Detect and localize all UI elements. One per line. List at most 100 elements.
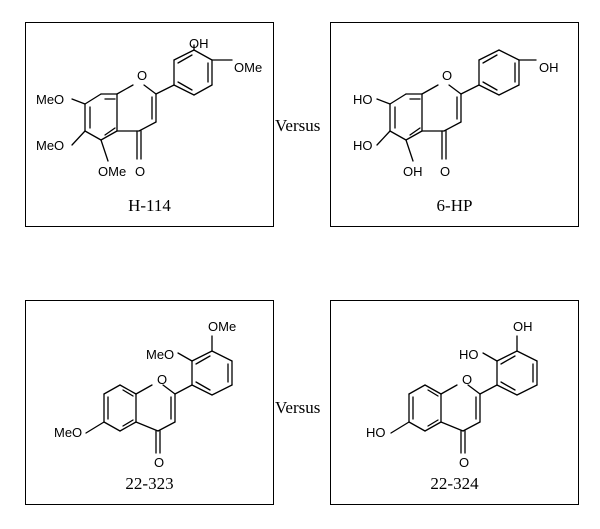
bond (427, 419, 439, 427)
label-ring-o: O (462, 372, 472, 387)
bond (155, 84, 175, 95)
bond (104, 127, 116, 136)
label-carbonyl: O (459, 455, 469, 470)
bond (409, 127, 421, 136)
bond (177, 54, 193, 64)
bond (135, 421, 159, 432)
bond (122, 419, 134, 427)
label-oh3: OH (513, 319, 533, 334)
bond (479, 384, 498, 395)
structure-22-323: OMe MeO O MeO O (54, 319, 236, 470)
versus-label: Versus (275, 398, 321, 417)
label-ome-right: OMe (234, 60, 262, 75)
caption-22-324: 22-324 (430, 474, 479, 493)
bond (389, 93, 407, 105)
compound-panel-6hp: OH O HO HO OH O 6-HP (330, 22, 579, 227)
bond (443, 121, 462, 132)
bond (100, 130, 118, 141)
bond (162, 384, 176, 395)
label-ome6: MeO (36, 138, 64, 153)
bond (138, 121, 157, 132)
bond (122, 389, 134, 397)
bond (119, 384, 137, 395)
bond (71, 130, 86, 146)
compound-panel-22-324: OH HO O HO O 22-324 (330, 300, 579, 505)
caption-22-323: 22-323 (125, 474, 174, 493)
label-oh2: HO (459, 347, 479, 362)
bond (191, 384, 213, 396)
label-oh5: OH (403, 164, 423, 179)
bond (193, 84, 213, 96)
label-carbonyl: O (440, 164, 450, 179)
bond (376, 130, 391, 146)
bond (157, 421, 176, 432)
label-ring-o: O (137, 68, 147, 83)
bond (405, 130, 423, 141)
bond (462, 421, 481, 432)
bond (100, 139, 109, 162)
bond (177, 81, 193, 91)
bond (500, 355, 516, 365)
bond (424, 384, 442, 395)
bond (478, 49, 500, 61)
bond (424, 421, 442, 432)
label-ome5: OMe (98, 164, 126, 179)
bond (498, 84, 520, 96)
bond (482, 81, 498, 91)
label-oh6: HO (366, 425, 386, 440)
bond (173, 49, 195, 61)
bond (376, 98, 391, 105)
label-carbonyl: O (135, 164, 145, 179)
bond (427, 389, 439, 397)
bond (405, 139, 414, 162)
bond (482, 352, 498, 362)
bond (84, 93, 102, 105)
bond (498, 49, 520, 61)
label-oh-para: OH (539, 60, 559, 75)
bond (173, 84, 195, 96)
bond (516, 350, 538, 362)
versus-label: Versus (275, 116, 321, 135)
bond (467, 384, 481, 395)
bond (116, 84, 134, 95)
bond (85, 421, 105, 434)
bond (84, 130, 102, 141)
bond (177, 352, 193, 362)
bond (71, 98, 86, 105)
bond (408, 421, 426, 432)
label-oh7: HO (353, 92, 373, 107)
label-ome6: MeO (54, 425, 82, 440)
caption-6hp: 6-HP (436, 196, 473, 215)
structure-22-324: OH HO O HO O (366, 319, 538, 470)
bond (478, 84, 500, 96)
label-oh-top: OH (189, 36, 209, 51)
bond (500, 381, 516, 391)
bond (119, 421, 137, 432)
bond (440, 384, 458, 395)
bond (191, 350, 213, 362)
bond (195, 381, 211, 391)
compound-panel-22-323: OMe MeO O MeO O 22-323 (25, 300, 274, 505)
bond (211, 384, 233, 396)
bond (482, 54, 498, 64)
bond (421, 84, 439, 95)
bond (103, 421, 121, 432)
compound-panel-h114: OH OMe O MeO MeO OMe O H-114 (25, 22, 274, 227)
bond (193, 49, 213, 61)
label-carbonyl: O (154, 455, 164, 470)
bond (496, 350, 518, 362)
bond (174, 384, 193, 395)
structure-6hp: OH O HO HO OH O (353, 49, 559, 179)
bond (211, 350, 233, 362)
bond (496, 384, 518, 396)
label-ring-o: O (442, 68, 452, 83)
bond (460, 84, 480, 95)
label-ring-o: O (157, 372, 167, 387)
caption-h114: H-114 (128, 196, 171, 215)
label-ome7: MeO (36, 92, 64, 107)
bond (135, 384, 153, 395)
label-ome3: OMe (208, 319, 236, 334)
bond (103, 384, 121, 395)
bond (143, 84, 157, 95)
label-ome2: MeO (146, 347, 174, 362)
